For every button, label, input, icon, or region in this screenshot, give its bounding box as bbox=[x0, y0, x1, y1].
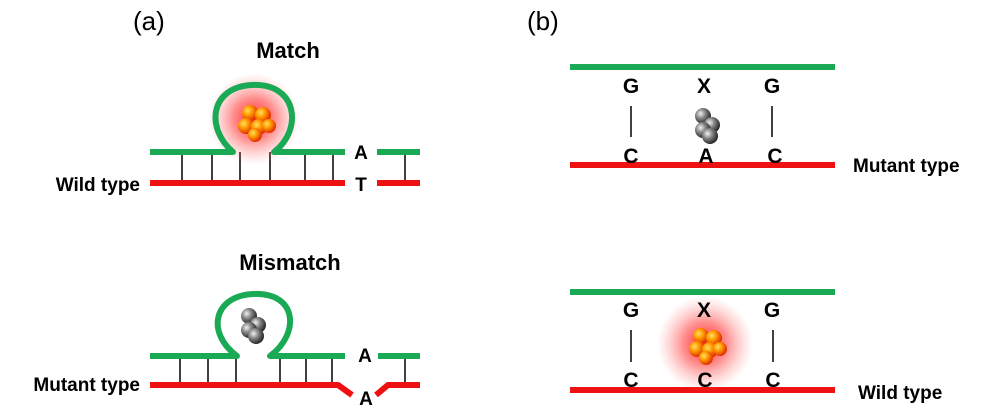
mutant-duplex: G X G C A C Mutant type bbox=[570, 64, 960, 177]
mismatch-target-strand-right bbox=[374, 382, 420, 398]
wild-top-base-2: X bbox=[697, 299, 711, 322]
mutant-strand-label: Mutant type bbox=[853, 156, 960, 177]
mismatch-target-strand bbox=[150, 382, 354, 398]
mismatch-duplex: A A Mutant type bbox=[33, 290, 420, 410]
wild-top-base-3: G bbox=[764, 299, 780, 322]
mismatch-base-pair-rungs bbox=[179, 356, 406, 385]
mismatch-top-base: A bbox=[358, 346, 372, 367]
mismatch-title: Mismatch bbox=[239, 250, 340, 275]
mismatch-dark-cluster-icon bbox=[241, 308, 266, 344]
match-bottom-base: T bbox=[355, 175, 367, 196]
mismatch-strand-label: Mutant type bbox=[33, 375, 140, 396]
mutant-top-base-1: G bbox=[623, 75, 639, 98]
mutant-bottom-base-2: A bbox=[698, 145, 713, 168]
wild-top-base-1: G bbox=[623, 299, 639, 322]
match-base-pair-rungs bbox=[181, 152, 406, 183]
match-title: Match bbox=[256, 38, 320, 63]
mutant-top-base-2: X bbox=[697, 75, 711, 98]
match-probe-strand bbox=[150, 81, 345, 155]
mutant-bottom-base-3: C bbox=[767, 145, 782, 168]
panel-a-label: (a) bbox=[133, 6, 165, 36]
mutant-dark-cluster-icon bbox=[695, 108, 720, 144]
wild-bottom-base-1: C bbox=[623, 369, 638, 392]
mutant-bottom-base-1: C bbox=[623, 145, 638, 168]
wild-bottom-base-2: C bbox=[697, 369, 712, 392]
match-top-base: A bbox=[354, 143, 368, 164]
match-strand-label: Wild type bbox=[56, 175, 140, 196]
mutant-top-base-3: G bbox=[764, 75, 780, 98]
match-duplex: A T Wild type bbox=[56, 73, 420, 196]
wild-strand-label: Wild type bbox=[858, 383, 942, 404]
mismatch-probe-strand bbox=[150, 290, 345, 359]
mismatch-bottom-base: A bbox=[359, 389, 373, 410]
panel-b-label: (b) bbox=[527, 6, 559, 36]
wild-bottom-base-3: C bbox=[765, 369, 780, 392]
wild-duplex: G X G C C C Wild type bbox=[570, 289, 942, 404]
